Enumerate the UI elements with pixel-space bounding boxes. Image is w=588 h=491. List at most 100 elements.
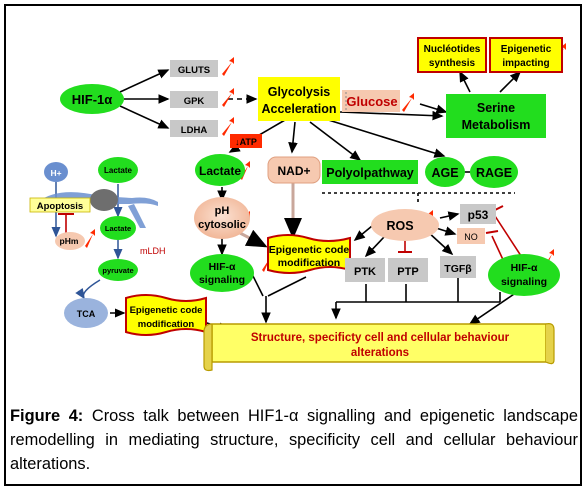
atp-label: ↓ATP <box>235 137 257 147</box>
tgfb-label: TGFβ <box>444 263 472 275</box>
node-nucleotides: Nucléotides synthesis <box>417 37 487 73</box>
arrow-hif-ldha <box>119 105 170 129</box>
arrow-ros-ptk <box>364 235 386 258</box>
lactate-small-label: Lactate <box>104 166 133 175</box>
ptp-label: PTP <box>397 266 418 278</box>
node-lactate-main: Lactate <box>195 154 245 186</box>
epi-center-label-2: modification <box>278 257 340 269</box>
membrane-transporter <box>38 189 158 228</box>
ph-label-1: pH <box>215 205 230 217</box>
figure-caption: Figure 4: Cross talk between HIF1-α sign… <box>10 404 578 476</box>
node-atp: ↓ATP <box>230 134 262 148</box>
arrow-glyco-nad <box>288 121 298 154</box>
hif-right-label-2: signaling <box>501 276 547 288</box>
ldha-label: LDHA <box>181 125 208 136</box>
pathway-diagram: HIF-1α GLUTS GPK LDHA Glycolysis Acceler… <box>29 37 566 372</box>
node-lactate-cell: Lactate <box>100 216 136 240</box>
glycolysis-label-1: Glycolysis <box>268 85 331 99</box>
scroll-label-2: alterations <box>351 347 409 359</box>
polyol-label: Polyolpathway <box>326 166 414 180</box>
caption-text: Cross talk between HIF1-α signalling and… <box>10 407 578 473</box>
arrow-glyco-serine <box>339 110 444 121</box>
glucose-label: Glucose <box>346 94 397 109</box>
node-gpk: GPK <box>170 91 218 108</box>
node-ldha: LDHA <box>170 120 218 137</box>
arrow-hif-gluts <box>119 69 170 93</box>
nucleotides-label-2: synthesis <box>429 58 476 69</box>
connectors <box>119 69 526 332</box>
node-h-plus: H+ <box>44 162 68 182</box>
node-age: AGE <box>425 157 465 187</box>
hif1a-label: HIF-1α <box>72 92 113 107</box>
apoptosis-label: Apoptosis <box>37 201 83 212</box>
node-epigenetic-left: Epigenetic code modification <box>125 294 207 336</box>
arrow-ph-epi <box>237 229 268 248</box>
node-ros: ROS <box>371 209 439 241</box>
gpk-label: GPK <box>184 96 205 107</box>
node-pyruvate: pyruvate <box>98 259 138 281</box>
arrow-ros-p53 <box>439 211 460 221</box>
tca-label: TCA <box>77 309 96 319</box>
ros-label: ROS <box>386 219 413 233</box>
node-serine: Serine Metabolism <box>446 94 546 138</box>
serine-label-2: Metabolism <box>462 118 531 132</box>
node-p53: p53 <box>460 204 496 224</box>
node-glucose: Glucose <box>342 90 400 112</box>
phm-label: pHm <box>60 236 79 246</box>
arrow-ros-epi <box>353 225 373 242</box>
caption-label: Figure 4: <box>10 407 84 425</box>
rage-label: RAGE <box>476 166 512 180</box>
node-no: NO <box>457 228 485 244</box>
node-scroll-banner: Structure, specificty cell and cellular … <box>203 323 555 372</box>
ph-label-2: cytosolic <box>198 219 246 231</box>
glycolysis-label-2: Acceleration <box>261 102 336 116</box>
node-lactate-small: Lactate <box>98 157 138 183</box>
node-epigenetic-center: Epigenetic code modification <box>267 234 351 274</box>
epi-left-label-2: modification <box>138 319 195 330</box>
node-gluts: GLUTS <box>170 60 218 77</box>
node-hif-right: HIF-α signaling <box>488 254 560 296</box>
p53-label: p53 <box>468 208 489 222</box>
node-glycolysis: Glycolysis Acceleration <box>258 77 340 121</box>
node-phm: pHm <box>55 232 85 250</box>
epigenetic-impacting-label-2: impacting <box>502 58 549 69</box>
node-hif1a: HIF-1α <box>60 84 124 114</box>
node-tgfb: TGFβ <box>440 256 476 278</box>
node-ptk: PTK <box>345 258 385 282</box>
arrow-ros-tgfb <box>427 231 454 256</box>
hif-left-label-1: HIF-α <box>209 261 236 273</box>
node-tca: TCA <box>64 298 108 328</box>
nad-label: NAD+ <box>277 164 310 178</box>
serine-label-1: Serine <box>477 101 515 115</box>
line-epi-merge <box>267 276 307 297</box>
age-label: AGE <box>431 166 458 180</box>
arrow-glucose-serine <box>419 103 448 114</box>
arrow-serine-epi <box>499 70 522 93</box>
mldh-label: mLDH <box>140 246 166 256</box>
lactate-cell-label: Lactate <box>105 224 131 233</box>
node-hif-left: HIF-α signaling <box>190 254 254 292</box>
arrow-glyco-polyol <box>309 121 362 161</box>
node-apoptosis: Apoptosis <box>29 197 91 213</box>
ptk-label: PTK <box>354 266 376 278</box>
arrow-glyco-age <box>321 117 446 158</box>
lactate-main-label: Lactate <box>199 164 241 178</box>
node-ptp: PTP <box>388 258 428 282</box>
hif-left-label-2: signaling <box>199 274 245 286</box>
epi-center-label-1: Epigenetic code <box>269 244 350 256</box>
scroll-label-1: Structure, specificty cell and cellular … <box>251 332 510 344</box>
pyruvate-label: pyruvate <box>102 266 133 275</box>
arrow-hifr-scroll <box>468 289 521 325</box>
arrow-serine-nucleotides <box>459 70 471 93</box>
h-plus-label: H+ <box>50 168 61 178</box>
node-nad: NAD+ <box>267 156 321 184</box>
arrow-ros-no <box>435 226 457 236</box>
gluts-label: GLUTS <box>178 65 210 76</box>
node-epigenetic-impacting: Epigenetic impacting <box>489 37 563 73</box>
no-label: NO <box>464 232 478 242</box>
node-ph-cytosolic: pH cytosolic <box>194 197 250 239</box>
epigenetic-impacting-label-1: Epigenetic <box>501 44 552 55</box>
hif-right-label-1: HIF-α <box>511 262 538 274</box>
node-polyol: Polyolpathway <box>322 160 418 184</box>
epi-left-label-1: Epigenetic code <box>130 305 203 316</box>
